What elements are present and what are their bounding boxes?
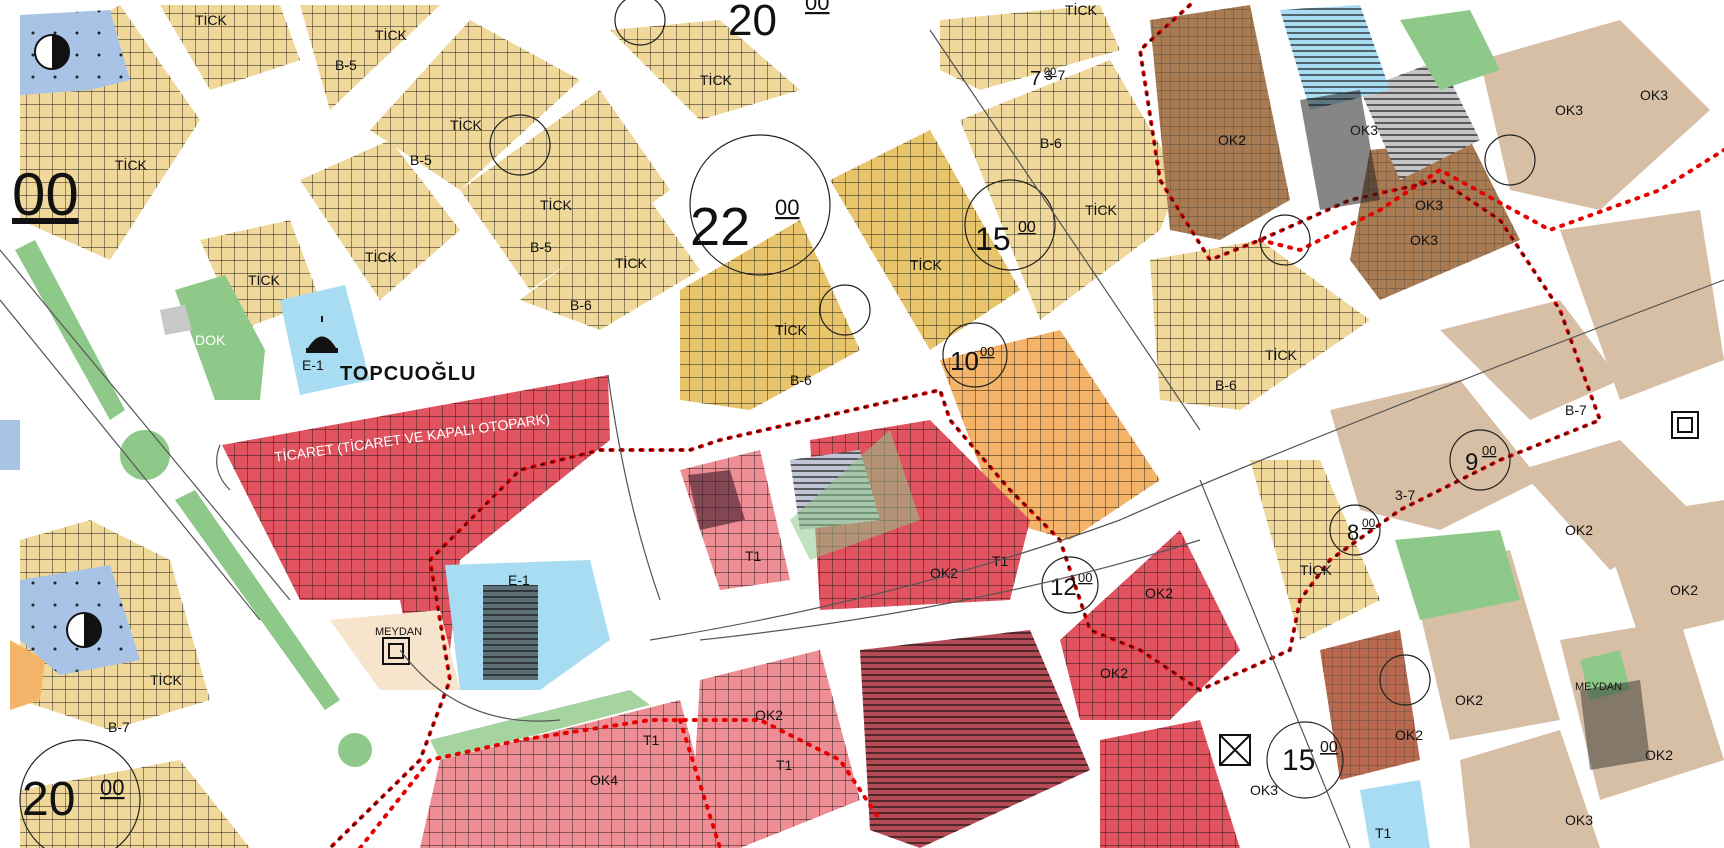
svg-text:OK3: OK3 [1640, 87, 1668, 103]
svg-text:00: 00 [805, 0, 829, 15]
svg-text:T1: T1 [992, 553, 1009, 569]
svg-text:T1: T1 [745, 548, 762, 564]
svg-text:TİCK: TİCK [910, 256, 943, 273]
mosque-icon [306, 316, 338, 353]
svg-text:8: 8 [1347, 520, 1359, 545]
svg-text:00: 00 [100, 775, 124, 800]
svg-text:E-1: E-1 [302, 357, 324, 373]
svg-text:OK2: OK2 [1218, 132, 1246, 148]
svg-text:TİCK: TİCK [115, 156, 148, 173]
svg-text:TİCK: TİCK [248, 271, 281, 288]
svg-text:TİCK: TİCK [365, 248, 398, 265]
svg-text:T1: T1 [1375, 825, 1392, 841]
svg-text:OK2: OK2 [1145, 585, 1173, 601]
svg-text:00: 00 [1044, 66, 1056, 78]
commercial-blocks [222, 375, 1240, 848]
svg-text:20: 20 [728, 0, 777, 45]
svg-text:TİCK: TİCK [615, 254, 648, 271]
svg-text:3-7: 3-7 [1045, 67, 1065, 83]
svg-text:MEYDAN: MEYDAN [1575, 681, 1622, 693]
svg-text:TİCK: TİCK [195, 11, 228, 28]
svg-text:20: 20 [22, 773, 75, 826]
svg-text:B-5: B-5 [410, 152, 432, 168]
park-areas [15, 10, 1630, 767]
svg-text:15: 15 [1282, 744, 1315, 777]
road-outlines [0, 29, 1724, 848]
boundary-inner-line [329, 4, 1602, 848]
svg-text:3-7: 3-7 [1395, 487, 1415, 503]
svg-text:00: 00 [1018, 219, 1036, 236]
svg-text:OK2: OK2 [1645, 747, 1673, 763]
svg-text:9: 9 [1465, 449, 1478, 476]
svg-text:B-7: B-7 [1565, 402, 1587, 418]
elevation-labels: 22 00 20 00 20 00 00 15 00 15 00 10 00 1… [12, 0, 1496, 826]
svg-text:T1: T1 [776, 757, 793, 773]
svg-text:OK3: OK3 [1410, 232, 1438, 248]
svg-text:OK3: OK3 [1250, 782, 1278, 798]
svg-text:00: 00 [775, 195, 799, 220]
svg-text:OK2: OK2 [1565, 522, 1593, 538]
svg-text:B-5: B-5 [530, 239, 552, 255]
mixed-use-blocks [680, 130, 1020, 410]
svg-text:00: 00 [12, 161, 79, 228]
svg-text:B-6: B-6 [1215, 377, 1237, 393]
svg-text:DOK: DOK [195, 332, 226, 348]
svg-text:TİCK: TİCK [540, 196, 573, 213]
historic-blocks [1150, 5, 1724, 848]
svg-text:OK2: OK2 [1670, 582, 1698, 598]
svg-text:B-7: B-7 [108, 719, 130, 735]
school-symbol-icon [34, 34, 102, 648]
svg-text:OK3: OK3 [1565, 812, 1593, 828]
svg-text:TİCK: TİCK [1065, 1, 1098, 18]
svg-text:TİCK: TİCK [1300, 561, 1333, 578]
svg-text:OK2: OK2 [1395, 727, 1423, 743]
svg-text:B-5: B-5 [335, 57, 357, 73]
svg-text:00: 00 [1320, 739, 1338, 756]
svg-text:10: 10 [950, 346, 979, 376]
svg-text:B-6: B-6 [570, 297, 592, 313]
svg-text:7: 7 [1030, 68, 1041, 90]
svg-text:22: 22 [690, 197, 750, 257]
svg-text:OK2: OK2 [1100, 665, 1128, 681]
svg-text:15: 15 [975, 221, 1011, 257]
svg-text:OK2: OK2 [930, 565, 958, 581]
svg-text:TİCK: TİCK [775, 321, 808, 338]
svg-text:OK2: OK2 [1455, 692, 1483, 708]
svg-text:TİCK: TİCK [450, 116, 483, 133]
street-name-label: TOPCUOĞLU [340, 361, 476, 385]
svg-text:B-6: B-6 [1040, 135, 1062, 151]
svg-text:TİCK: TİCK [1265, 346, 1298, 363]
monument-icon [382, 411, 1699, 665]
svg-text:OK4: OK4 [590, 772, 618, 788]
svg-text:00: 00 [980, 344, 994, 359]
svg-text:OK3: OK3 [1415, 197, 1443, 213]
svg-text:TİCK: TİCK [700, 71, 733, 88]
zone-code-labels: TİCK TİCK TİCK TİCK TİCK TİCK TİCK TİCK … [108, 1, 1698, 841]
svg-text:OK3: OK3 [1555, 102, 1583, 118]
svg-text:TİCK: TİCK [150, 671, 183, 688]
svg-text:TİCK: TİCK [375, 26, 408, 43]
svg-text:T1: T1 [643, 732, 660, 748]
svg-text:00: 00 [1362, 516, 1376, 530]
elevation-circles [19, 0, 1536, 848]
building-footprints [483, 90, 1650, 770]
meydan-plaza [330, 610, 460, 690]
svg-text:TİCK: TİCK [1085, 201, 1118, 218]
svg-text:00: 00 [1482, 443, 1496, 458]
svg-text:E-1: E-1 [508, 572, 530, 588]
svg-text:OK2: OK2 [755, 707, 783, 723]
svg-text:B-6: B-6 [790, 372, 812, 388]
svg-text:MEYDAN: MEYDAN [375, 626, 422, 638]
